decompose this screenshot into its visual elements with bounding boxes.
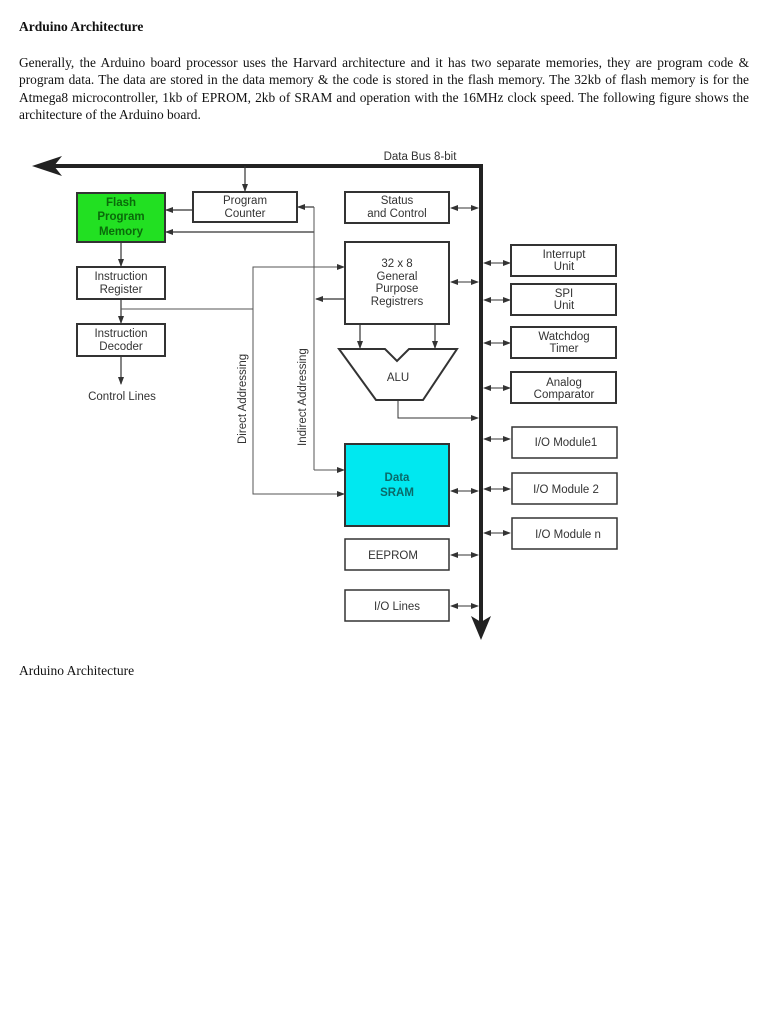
block-frame (510, 371, 617, 404)
block-label: I/O Lines (374, 601, 420, 613)
block-label: Data (385, 472, 411, 484)
block-label: General (377, 271, 418, 283)
io-module-2-block: I/O Module 2 (511, 472, 618, 505)
block-frame (76, 323, 166, 357)
bus-label: Data Bus 8-bit (384, 151, 458, 163)
block-label: Registrers (371, 296, 424, 308)
io-lines-block: I/O Lines (344, 589, 450, 622)
data-sram-block: Data SRAM (344, 443, 450, 527)
interrupt-unit-block: Interrupt Unit (510, 244, 617, 277)
block-label: SRAM (380, 487, 414, 499)
block-label: 32 x 8 (381, 258, 412, 270)
block-frame (510, 326, 617, 359)
block-label: Decoder (99, 341, 143, 353)
block-frame (344, 443, 450, 527)
block-label: Unit (554, 261, 575, 273)
block-label: I/O Module1 (535, 437, 598, 449)
section-heading: Arduino Architecture (19, 19, 144, 34)
status-control-block: Status and Control (344, 191, 450, 224)
block-frame (511, 472, 618, 505)
body-paragraph: Generally, the Arduino board processor u… (19, 55, 749, 122)
eeprom-block: EEPROM (344, 538, 450, 571)
program-counter-block: Program Counter (192, 191, 298, 223)
io-module-n-block: I/O Module n (511, 517, 618, 550)
block-frame (510, 283, 617, 316)
block-label: Timer (550, 343, 579, 355)
block-label: ALU (387, 372, 409, 384)
block-label: SPI (555, 288, 574, 300)
block-label: Watchdog (538, 331, 589, 343)
block-label: Unit (554, 300, 575, 312)
block-label: Register (100, 284, 143, 296)
block-label: Purpose (376, 283, 419, 295)
block-label: Counter (225, 208, 266, 220)
connector-line (397, 401, 479, 421)
instruction-decoder-block: Instruction Decoder (76, 323, 166, 357)
block-label: and Control (367, 208, 426, 220)
analog-comparator-block: Analog Comparator (510, 371, 617, 404)
block-frame (511, 426, 618, 459)
bus-arrow-down-icon (471, 616, 491, 640)
block-label: Analog (546, 377, 582, 389)
block-frame (344, 241, 450, 325)
block-label: Status (381, 195, 414, 207)
io-module-1-block: I/O Module1 (511, 426, 618, 459)
data-bus (32, 156, 491, 640)
block-label: EEPROM (368, 550, 418, 562)
spi-unit-block: SPI Unit (510, 283, 617, 316)
block-frame (510, 244, 617, 277)
block-frame (344, 589, 450, 622)
indirect-addressing-label: Indirect Addressing (297, 348, 309, 446)
block-frame (76, 266, 166, 300)
connector-line (121, 264, 345, 310)
block-frame (511, 517, 618, 550)
instruction-register-block: Instruction Register (76, 266, 166, 300)
control-lines-label: Control Lines (88, 391, 156, 403)
block-label: Memory (99, 226, 144, 238)
general-purpose-registers-block: 32 x 8 General Purpose Registrers (344, 241, 450, 325)
block-label: Interrupt (543, 249, 587, 261)
block-label: Program (223, 195, 267, 207)
shape (337, 348, 459, 401)
block-label: Flash (106, 197, 136, 209)
block-label: Program (97, 211, 144, 223)
block-label: I/O Module 2 (533, 484, 599, 496)
connector-line (252, 309, 345, 497)
figure-caption: Arduino Architecture (19, 663, 135, 678)
block-frame (344, 538, 450, 571)
block-label: Comparator (534, 389, 595, 401)
flash-memory-block: Flash Program Memory (76, 192, 166, 243)
direct-addressing-label: Direct Addressing (237, 354, 249, 444)
block-frame (344, 191, 450, 224)
block-frame (192, 191, 298, 223)
block-label: Instruction (94, 271, 147, 283)
block-label: I/O Module n (535, 529, 601, 541)
architecture-diagram: Data Bus 8-bit Flash Program Memory Prog… (0, 140, 768, 650)
block-frame (76, 192, 166, 243)
watchdog-timer-block: Watchdog Timer (510, 326, 617, 359)
block-label: Instruction (94, 328, 147, 340)
alu-block: ALU (337, 348, 459, 401)
bus-arrow-left-icon (32, 156, 62, 176)
